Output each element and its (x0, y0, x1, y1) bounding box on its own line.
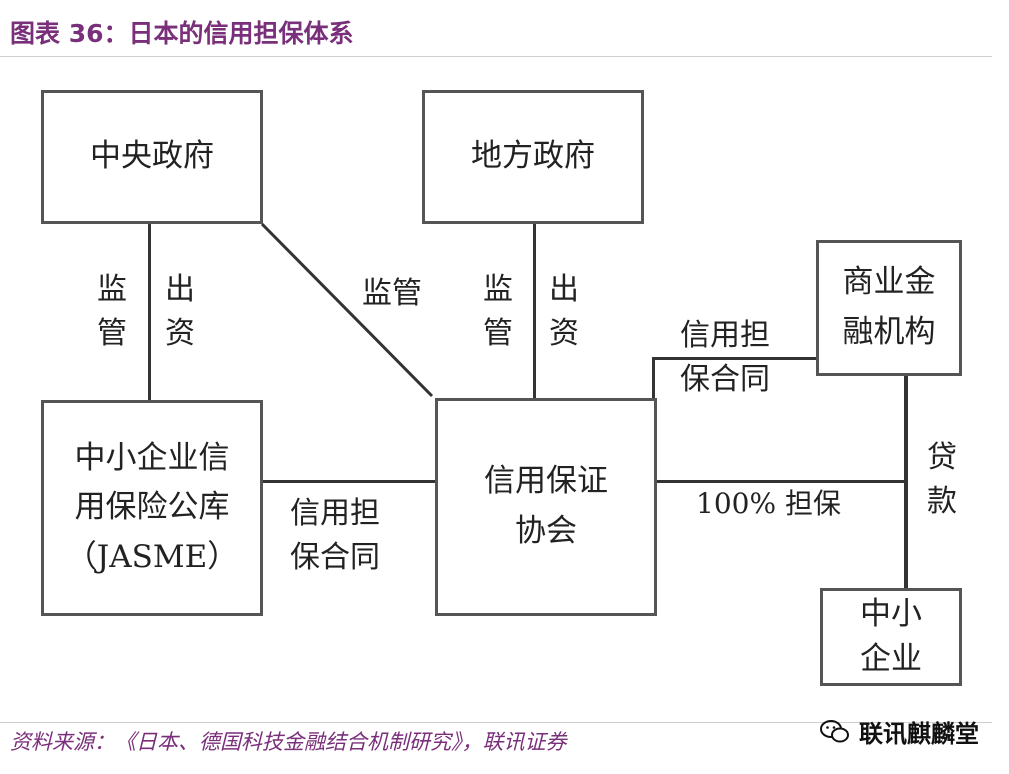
figure-title: 图表 36：日本的信用担保体系 (10, 19, 354, 48)
watermark-text: 联讯麒麟堂 (859, 720, 979, 748)
jasme-label-line1: 中小企业信 (74, 439, 230, 476)
credit-guarantee-association-box: 信用保证 协会 (435, 398, 657, 616)
sme-label-line2: 企业 (860, 641, 922, 677)
wechat-icon (820, 719, 849, 742)
jasme-cga-contract-label: 信用担 保合同 (290, 492, 380, 579)
jasme-cga-contract-line2: 保合同 (290, 539, 380, 575)
guarantee-line (656, 480, 904, 483)
financial-label-line1: 商业金 (842, 264, 936, 301)
financial-institution-box: 商业金 融机构 (816, 240, 962, 376)
local-fund-label: 出资 (549, 272, 579, 351)
cga-to-financial-hline (652, 357, 818, 360)
financial-to-sme-line (904, 374, 908, 588)
jasme-box: 中小企业信 用保险公库 （JASME） (41, 400, 263, 616)
local-to-cga-line (533, 222, 536, 398)
local-supervise-label: 监管 (483, 272, 513, 351)
cga-financial-contract-line2: 保合同 (680, 361, 770, 397)
watermark: 联讯麒麟堂 (819, 714, 979, 749)
central-government-label: 中央政府 (90, 138, 214, 175)
cga-to-financial-vline (652, 357, 655, 399)
cga-financial-contract-label: 信用担 保合同 (680, 314, 770, 401)
central-cga-supervise-label: 监管 (362, 276, 422, 311)
central-fund-label: 出资 (165, 272, 195, 351)
central-supervise-label: 监管 (97, 272, 127, 351)
footer-divider (0, 722, 992, 723)
cga-label-line1: 信用保证 (484, 463, 608, 500)
sme-label-line1: 中小 (860, 596, 922, 633)
local-government-box: 地方政府 (422, 90, 644, 224)
central-to-jasme-line (148, 222, 151, 400)
cga-label-line2: 协会 (515, 513, 577, 549)
jasme-cga-contract-line1: 信用担 (290, 496, 380, 531)
title-divider (0, 56, 992, 57)
loan-label: 贷款 (927, 440, 957, 519)
jasme-label-line3: （JASME） (65, 538, 239, 575)
central-government-box: 中央政府 (41, 90, 263, 224)
local-government-label: 地方政府 (471, 138, 595, 175)
source-note: 资料来源：《日本、德国科技金融结合机制研究》，联讯证券 (10, 730, 567, 754)
jasme-label-line2: 用保险公库 (74, 489, 230, 526)
financial-label-line2: 融机构 (842, 314, 936, 350)
jasme-to-cga-line (260, 480, 436, 483)
guarantee-label: 100% 担保 (696, 487, 841, 520)
sme-box: 中小 企业 (820, 588, 962, 686)
cga-financial-contract-line1: 信用担 (680, 318, 770, 353)
